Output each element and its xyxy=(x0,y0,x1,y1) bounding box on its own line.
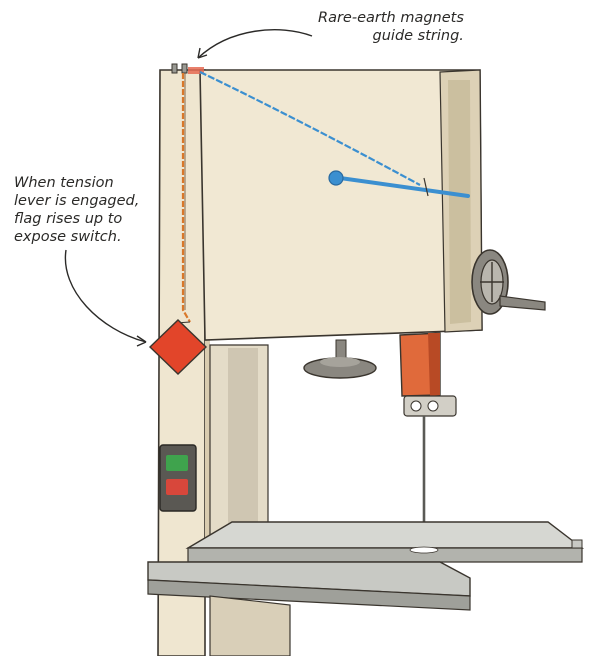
flag-callout-line-2: lever is engaged, xyxy=(14,193,140,209)
rare-earth-magnets xyxy=(171,63,204,74)
flag-callout-line-1: When tension xyxy=(14,175,114,191)
flag-arrow-head xyxy=(136,335,147,347)
magnets-callout-line-2: guide string. xyxy=(372,28,464,44)
guide-string xyxy=(181,73,191,323)
power-switch-box xyxy=(159,444,197,512)
blade-guide-post xyxy=(399,332,457,417)
magnets-callout: Rare-earth magnets guide string. xyxy=(318,9,464,45)
switch-on-button xyxy=(166,455,188,471)
flag-callout: When tension lever is engaged, flag rise… xyxy=(14,174,139,246)
upper-wheel-housing xyxy=(199,69,483,341)
tension-knob xyxy=(303,339,377,379)
magnets-arrow-head xyxy=(197,47,208,59)
switch-off-button xyxy=(166,479,188,495)
warning-flag xyxy=(148,319,208,375)
saw-table xyxy=(147,521,585,656)
flag-callout-line-4: expose switch. xyxy=(14,229,122,245)
magnets-callout-line-1: Rare-earth magnets xyxy=(318,10,464,26)
flag-callout-arrow xyxy=(64,249,147,343)
flag-callout-line-3: flag rises up to xyxy=(14,211,123,227)
tension-handwheel xyxy=(471,249,546,315)
tension-cord xyxy=(199,71,470,198)
magnets-callout-arrow xyxy=(197,29,313,59)
